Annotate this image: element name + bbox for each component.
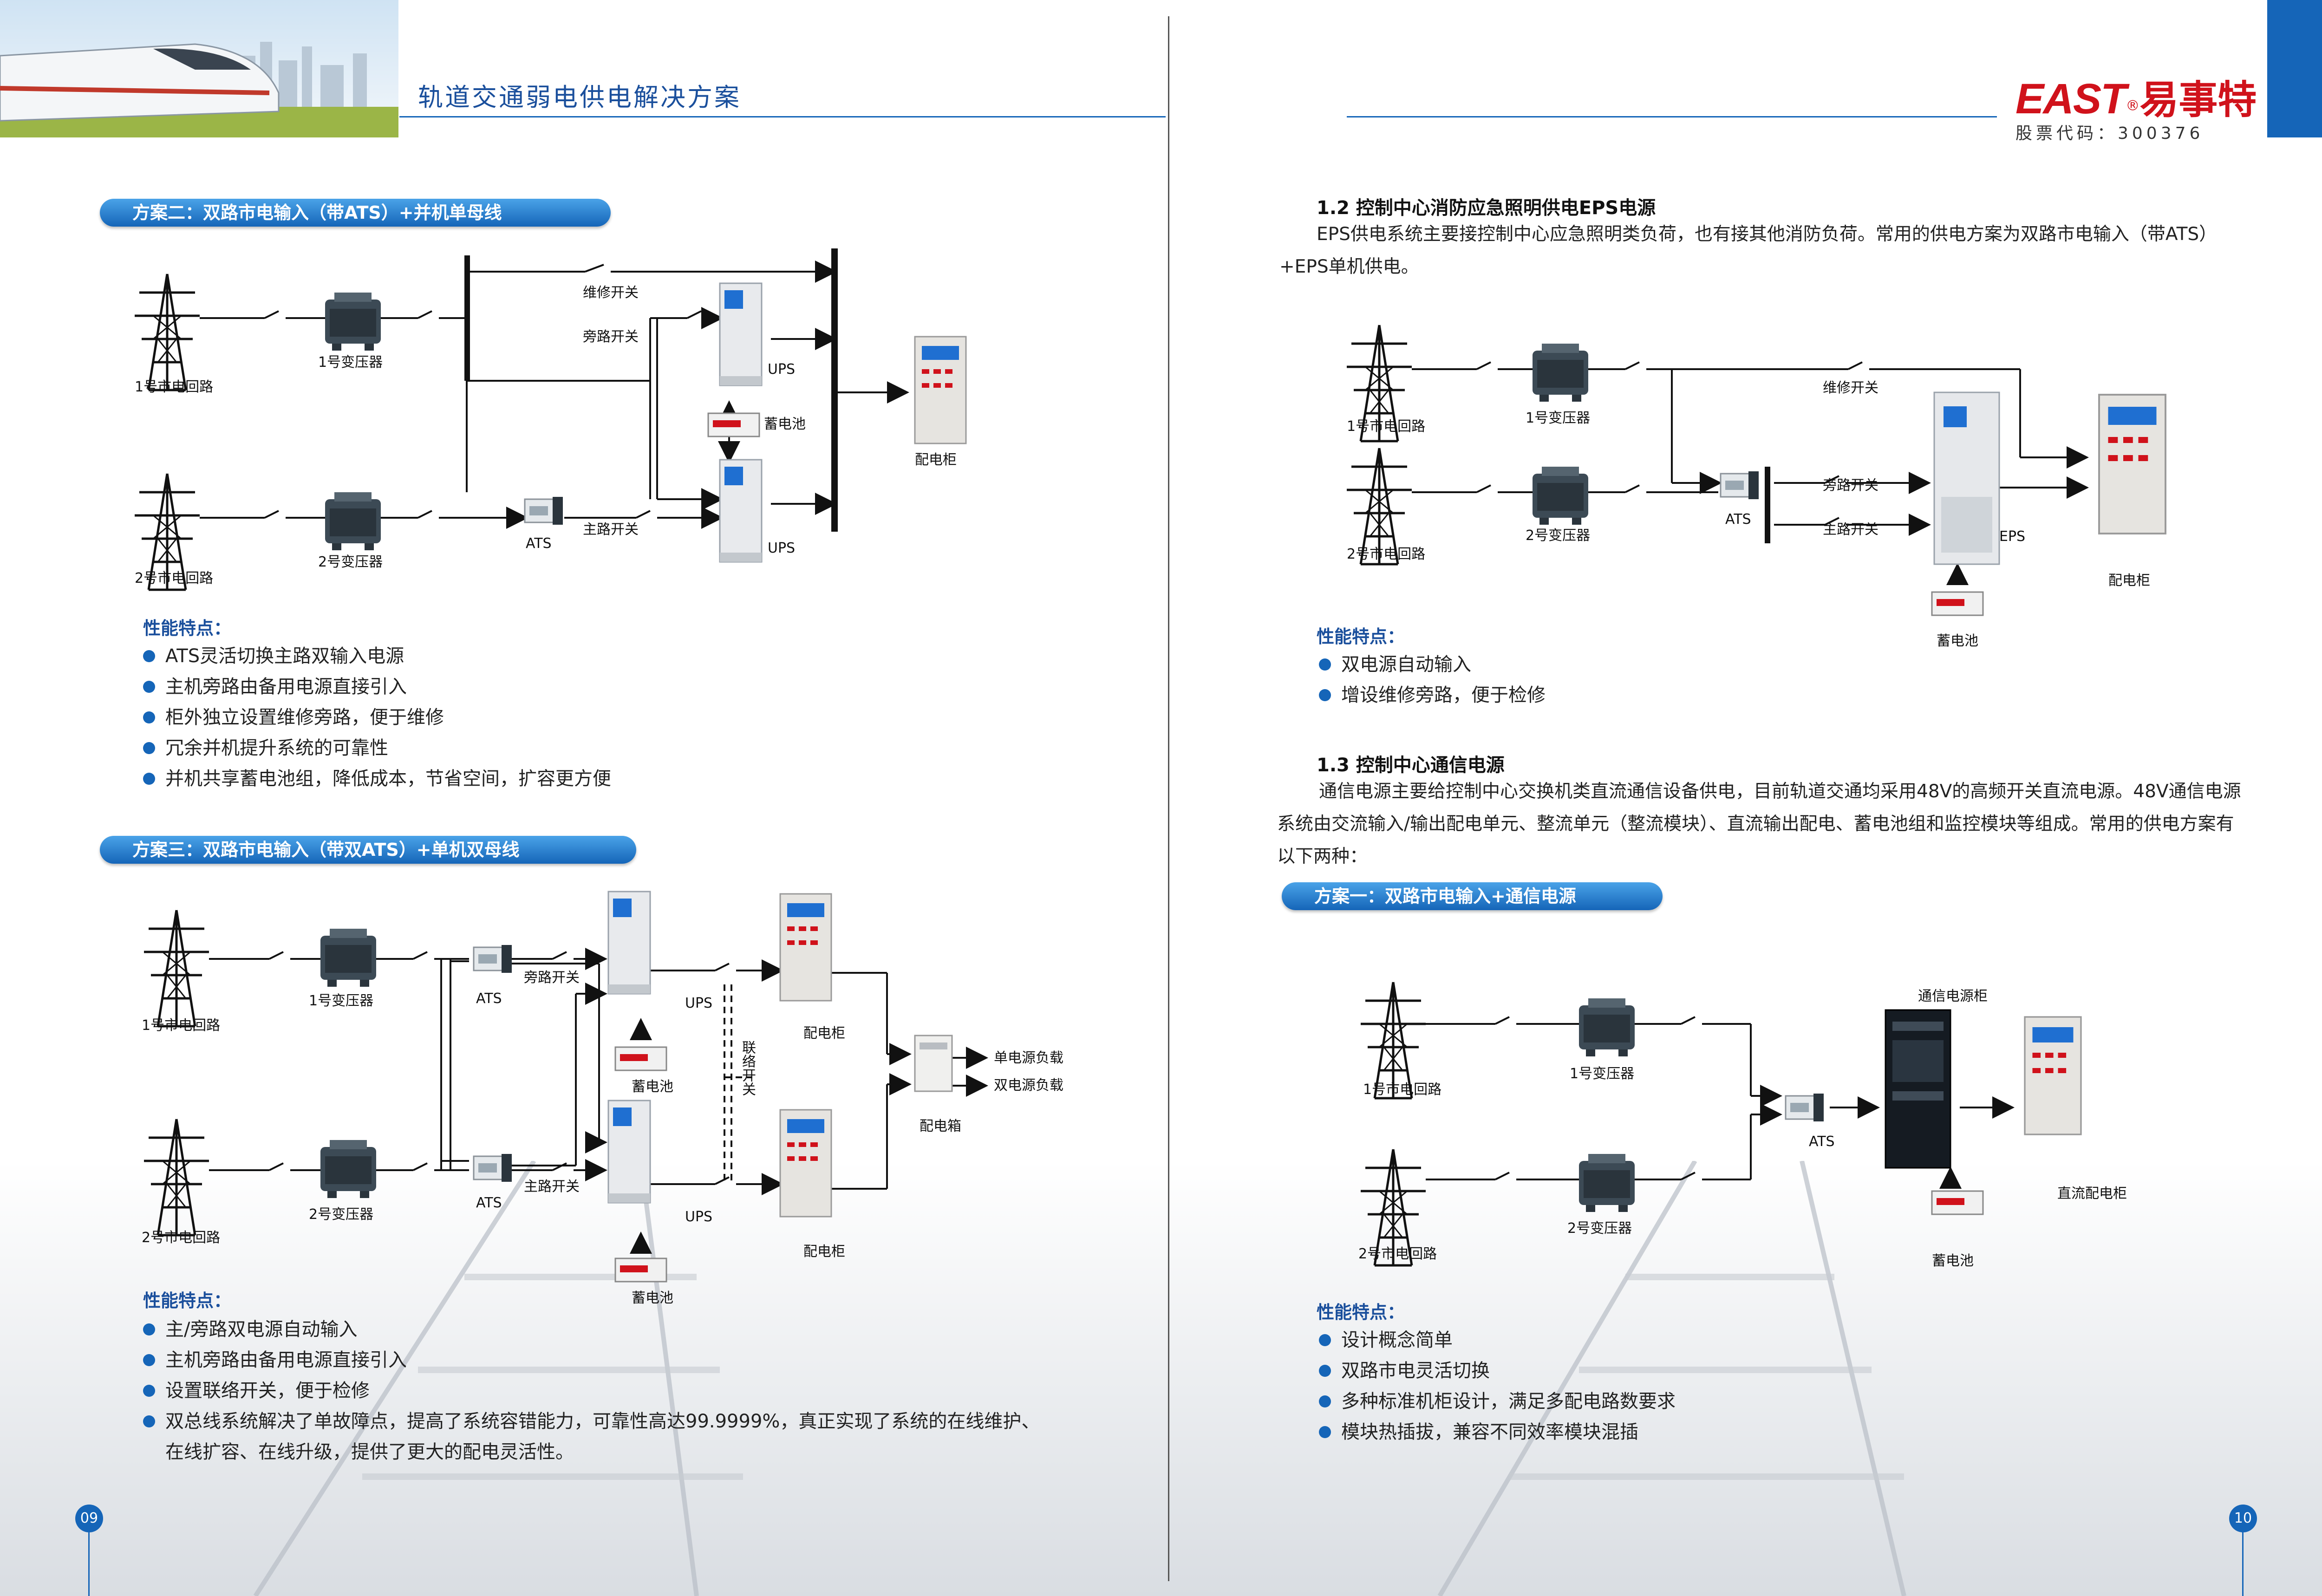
s2-repair-label: 维修开关	[583, 285, 639, 301]
s12-battery-label: 蓄电池	[1937, 633, 1978, 649]
scheme3-title: 方案三：双路市电输入（带双ATS）+单机双母线	[100, 836, 636, 864]
s13-diagram: 1号市电回路 2号市电回路 1号变压器 2号变压器 ATS 通信电源柜 蓄电池 …	[1358, 971, 2127, 1269]
s13-feature-item: 多种标准机柜设计，满足多配电路数要求	[1319, 1386, 2201, 1417]
brand-cn: 易事特	[2139, 77, 2257, 123]
s3-ups1-label: UPS	[685, 995, 712, 1011]
s13-feature-item: 模块热插拔，兼容不同效率模块混插	[1319, 1417, 2201, 1447]
brand-logo: EAST®易事特	[2015, 69, 2257, 123]
s3-features-list: 主/旁路双电源自动输入 主机旁路由备用电源直接引入 设置联络开关，便于检修 双总…	[143, 1314, 1053, 1467]
s13-features-list: 设计概念简单 双路市电灵活切换 多种标准机柜设计，满足多配电路数要求 模块热插拔…	[1319, 1325, 2201, 1447]
scheme2-diagram: 1号市电回路 2号市电回路 1号变压器 2号变压器 ATS 维修开关 旁路开关 …	[125, 248, 967, 599]
s2-main-label: 主路开关	[583, 521, 639, 538]
s12-tr1-label: 1号变压器	[1526, 410, 1590, 426]
s2-feature-item: ATS灵活切换主路双输入电源	[143, 641, 1072, 671]
s13-scheme1-title: 方案一：双路市电输入+通信电源	[1282, 882, 1663, 910]
s2-bypass-label: 旁路开关	[583, 329, 639, 345]
s3-feature-item: 主/旁路双电源自动输入	[143, 1314, 1053, 1345]
right-page-tick	[2242, 1532, 2244, 1596]
s12-heading: 1.2 控制中心消防应急照明供电EPS电源	[1317, 197, 1656, 219]
s3-tie-label: 联络开关	[739, 1040, 756, 1096]
s12-line2-label: 2号市电回路	[1347, 546, 1425, 562]
left-page-number: 09	[75, 1505, 103, 1532]
s2-feature-item: 并机共享蓄电池组，降低成本，节省空间，扩容更方便	[143, 763, 1072, 794]
s3-bypass-label: 旁路开关	[524, 970, 580, 986]
s3-cab1-label: 配电柜	[803, 1025, 845, 1042]
s13-feature-item: 双路市电灵活切换	[1319, 1355, 2201, 1386]
s3-ats1-label: ATS	[476, 990, 502, 1007]
s3-tr1-label: 1号变压器	[309, 993, 373, 1009]
train-photo	[0, 0, 398, 137]
s2-features-title: 性能特点：	[143, 618, 232, 638]
s12-diagram: 1号市电回路 2号市电回路 1号变压器 2号变压器 ATS 维修开关 旁路开关 …	[1337, 302, 2166, 649]
s2-tr2-label: 2号变压器	[318, 554, 383, 570]
s12-tr2-label: 2号变压器	[1526, 528, 1590, 544]
s12-cabinet-label: 配电柜	[2108, 573, 2150, 589]
right-page-number: 10	[2229, 1505, 2257, 1532]
s3-cab2-label: 配电柜	[803, 1244, 845, 1260]
scheme3-diagram: 1号市电回路 2号市电回路 1号变压器 2号变压器 ATS ATS 旁路开关 主…	[142, 891, 1063, 1306]
s12-bypass-label: 旁路开关	[1823, 477, 1878, 494]
s13-tr2-label: 2号变压器	[1567, 1220, 1632, 1237]
s13-tr1-label: 1号变压器	[1570, 1066, 1634, 1082]
s2-feature-item: 冗余并机提升系统的可靠性	[143, 733, 1072, 763]
s3-main-label: 主路开关	[524, 1179, 580, 1195]
s3-battery2-label: 蓄电池	[632, 1290, 673, 1306]
s2-line2-label: 2号市电回路	[135, 570, 213, 586]
page-fold-line	[1168, 16, 1169, 1581]
rail-track-background	[0, 1161, 2322, 1596]
s3-features-title: 性能特点：	[143, 1290, 232, 1311]
s12-ats-label: ATS	[1725, 511, 1751, 528]
s2-ups2-label: UPS	[768, 540, 795, 556]
header-underline	[399, 116, 1166, 117]
s13-comm-label: 通信电源柜	[1918, 988, 1988, 1004]
s2-battery-label: 蓄电池	[764, 416, 806, 432]
s13-feature-item: 设计概念简单	[1319, 1325, 2201, 1355]
s13-battery-label: 蓄电池	[1932, 1253, 1974, 1269]
s3-ats2-label: ATS	[476, 1195, 502, 1211]
s2-feature-item: 主机旁路由备用电源直接引入	[143, 671, 1072, 702]
s2-ups1-label: UPS	[768, 361, 795, 378]
s3-single-label: 单电源负载	[994, 1050, 1063, 1066]
stock-code: 股票代码：300376	[2015, 124, 2204, 143]
s3-line2-label: 2号市电回路	[142, 1230, 220, 1246]
s13-line2-label: 2号市电回路	[1358, 1246, 1437, 1262]
s3-feature-item: 双总线系统解决了单故障点，提高了系统容错能力，可靠性高达99.9999%，真正实…	[143, 1406, 1053, 1467]
s3-line1-label: 1号市电回路	[142, 1017, 220, 1034]
s12-main-label: 主路开关	[1823, 521, 1878, 538]
s3-box-label: 配电箱	[920, 1118, 961, 1134]
s2-feature-item: 柜外独立设置维修旁路，便于维修	[143, 702, 1072, 733]
s12-eps-label: EPS	[1999, 528, 2025, 545]
brand-en: EAST	[2015, 75, 2126, 123]
s12-paragraph: EPS供电系统主要接控制中心应急照明类负荷，也有接其他消防负荷。常用的供电方案为…	[1279, 224, 2218, 277]
s3-feature-item: 主机旁路由备用电源直接引入	[143, 1345, 1053, 1375]
s3-feature-item: 设置联络开关，便于检修	[143, 1375, 1053, 1406]
s2-line1-label: 1号市电回路	[135, 379, 213, 395]
left-page-tick	[88, 1532, 90, 1596]
brand-reg: ®	[2126, 98, 2140, 114]
s12-line1-label: 1号市电回路	[1347, 418, 1425, 435]
s2-features-list: ATS灵活切换主路双输入电源 主机旁路由备用电源直接引入 柜外独立设置维修旁路，…	[143, 641, 1072, 794]
s13-paragraph: 通信电源主要给控制中心交换机类直流通信设备供电，目前轨道交通均采用48V的高频开…	[1277, 781, 2241, 867]
s12-features-list: 双电源自动输入 增设维修旁路，便于检修	[1319, 649, 2201, 710]
s3-ups2-label: UPS	[685, 1209, 712, 1225]
header-title: 轨道交通弱电供电解决方案	[418, 83, 741, 112]
s12-features-title: 性能特点：	[1317, 626, 1405, 647]
s13-heading: 1.3 控制中心通信电源	[1317, 755, 1505, 776]
s12-feature-item: 增设维修旁路，便于检修	[1319, 680, 2201, 710]
header-bar-right	[2267, 0, 2322, 137]
scheme2-title: 方案二：双路市电输入（带ATS）+并机单母线	[100, 199, 611, 227]
s13-features-title: 性能特点：	[1317, 1302, 1405, 1322]
s2-tr1-label: 1号变压器	[318, 354, 383, 371]
header-underline-right	[1347, 116, 1997, 117]
s13-line1-label: 1号市电回路	[1363, 1081, 1441, 1098]
s13-dc-label: 直流配电柜	[2057, 1186, 2127, 1202]
s3-battery1-label: 蓄电池	[632, 1079, 673, 1095]
s12-repair-label: 维修开关	[1823, 380, 1878, 396]
s3-tr2-label: 2号变压器	[309, 1206, 373, 1223]
s2-ats-label: ATS	[526, 535, 552, 552]
s2-cabinet-label: 配电柜	[915, 452, 957, 468]
s13-ats-label: ATS	[1809, 1133, 1835, 1150]
s12-feature-item: 双电源自动输入	[1319, 649, 2201, 680]
s3-dual-label: 双电源负载	[994, 1077, 1063, 1094]
